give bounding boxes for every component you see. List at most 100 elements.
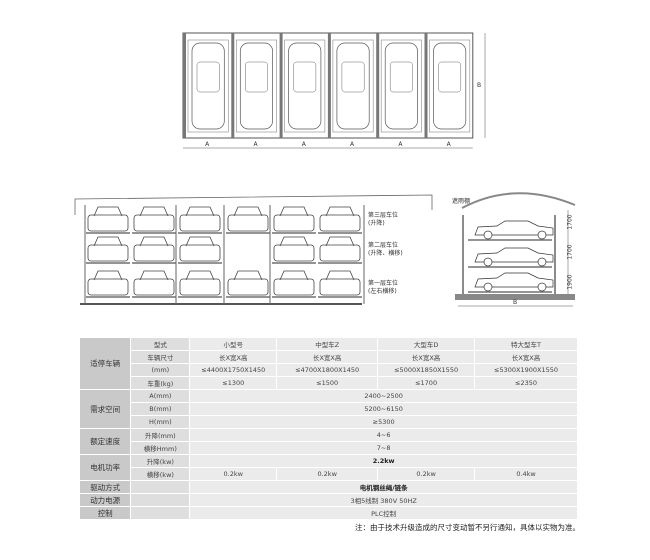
row-group-header: 需求空间 — [80, 389, 132, 429]
row-sub-header: A(mm) — [130, 389, 191, 403]
footnote: 注：由于技术升级造成的尺寸变动暂不另行通知，具体以实物为准。 — [355, 523, 580, 532]
car-front-icon — [87, 278, 129, 296]
table-row: 驱动方式电机钢丝绳/链条 — [80, 480, 578, 494]
top-depth-label: B — [477, 82, 482, 89]
car-windshield — [325, 270, 355, 281]
table-cell: 特大型车T — [474, 338, 578, 351]
row-sub-header: 车重(kg) — [130, 376, 191, 390]
car-windshield — [325, 206, 355, 217]
table-cell: 0.2kw — [189, 467, 278, 481]
car-top-icon — [191, 42, 225, 130]
table-cell: 0.4kw — [474, 467, 578, 481]
table-cell-merged: ≥5300 — [189, 415, 578, 429]
car-windshield — [279, 206, 309, 217]
table-cell-merged: 2400~2500 — [189, 389, 578, 403]
table-cell: 小型号 — [189, 338, 278, 351]
drawings — [74, 32, 576, 307]
bay-post — [327, 33, 331, 138]
bay-width-label: A — [446, 141, 451, 148]
pallet — [332, 39, 374, 133]
car-front-icon — [319, 214, 361, 232]
wheel — [483, 257, 493, 267]
pallet — [380, 39, 422, 133]
row-group-header: 控制 — [80, 506, 132, 520]
height-dim-1: 1700 — [566, 214, 574, 230]
height-dim-3: 1900 — [566, 274, 574, 290]
canopy — [461, 192, 576, 209]
side-width-label: B — [513, 299, 518, 306]
row-sub-header — [130, 480, 191, 494]
bay-post — [183, 33, 186, 138]
car-windshield — [185, 270, 215, 281]
table-cell: ≤1700 — [377, 376, 476, 390]
car-front-icon — [133, 244, 175, 262]
car-front-icon — [273, 244, 315, 262]
roof-outline — [74, 194, 433, 215]
row-sub-header: 型式 — [130, 338, 191, 351]
table-cell: ≤1500 — [276, 376, 379, 390]
car-front-icon — [179, 244, 221, 262]
table-cell: 中型车Z — [276, 338, 379, 351]
bay-post — [279, 33, 283, 138]
pallet — [429, 39, 471, 133]
table-cell: 长X宽X高 — [474, 350, 578, 364]
row-sub-header: 升降(mm) — [130, 428, 191, 442]
car-front-icon — [179, 214, 221, 232]
car-windshield — [233, 270, 263, 281]
car-top-icon — [384, 42, 418, 130]
level-3-label: 第三层车位(升降) — [368, 212, 399, 227]
table-cell: ≤5300X1900X1550 — [474, 363, 578, 377]
row-group-header: 驱动方式 — [80, 480, 132, 494]
car-windshield — [279, 236, 309, 247]
car-front-icon — [319, 278, 361, 296]
pallet — [236, 39, 277, 133]
car-windshield — [233, 206, 263, 217]
car-front-icon — [319, 244, 361, 262]
row-sub-header — [130, 506, 191, 520]
car-side-icon — [474, 220, 554, 236]
car-roof — [245, 61, 268, 93]
car-windshield — [93, 270, 123, 281]
car-windshield — [325, 236, 355, 247]
car-roof — [293, 61, 317, 93]
table-cell-merged: 7~8 — [189, 441, 578, 455]
table-cell: ≤1300 — [189, 376, 278, 390]
car-front-icon — [227, 214, 269, 232]
pallet — [284, 39, 326, 133]
car-front-icon — [87, 214, 129, 232]
table-row: B(mm)5200~6150 — [80, 402, 578, 416]
wheel — [483, 230, 493, 240]
row-group-header: 额定速度 — [80, 428, 132, 455]
table-row: (mm)≤4400X1750X1450≤4700X1800X1450≤5000X… — [80, 363, 578, 377]
table-cell: 长X宽X高 — [189, 350, 278, 364]
car-front-icon — [87, 244, 129, 262]
bay-post — [231, 33, 235, 138]
car-windshield — [185, 206, 215, 217]
car-top-icon — [239, 42, 273, 130]
row-group-header: 动力电源 — [80, 493, 132, 507]
table-row: 额定速度升降(mm)4~6 — [80, 428, 578, 455]
bay-post — [376, 33, 380, 138]
level-1-label: 第一层车位(左右横移) — [368, 280, 399, 295]
wheel — [537, 257, 547, 267]
table-cell-merged: 3相5线制 380V 50HZ — [189, 493, 578, 507]
table-cell: ≤4400X1750X1450 — [189, 363, 278, 377]
car-windshield — [185, 236, 215, 247]
car-windshield — [139, 270, 169, 281]
row-sub-header: (mm) — [130, 363, 191, 377]
row-sub-header: 横移Hmm) — [130, 441, 191, 455]
car-front-icon — [273, 214, 315, 232]
table-cell: ≤2350 — [474, 376, 578, 390]
table-row: 横移Hmm)7~8 — [80, 441, 578, 455]
table-cell: ≤5000X1850X1550 — [377, 363, 476, 377]
bay-post — [424, 33, 428, 138]
level-2-label: 第二层车位(升降、横移) — [368, 242, 403, 257]
car-side-icon — [474, 272, 554, 288]
car-roof — [196, 61, 220, 93]
wheel — [537, 230, 547, 240]
car-windshield — [139, 236, 169, 247]
